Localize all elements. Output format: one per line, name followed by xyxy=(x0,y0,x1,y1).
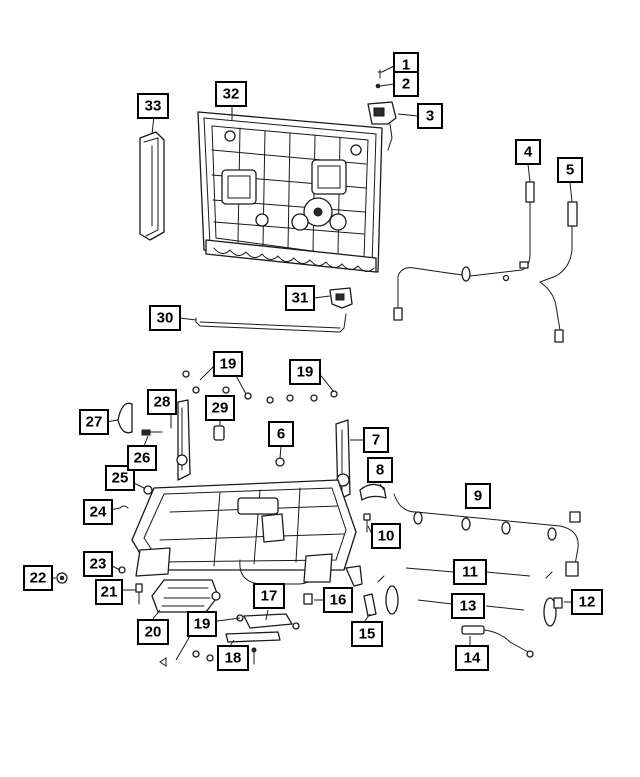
svg-text:19: 19 xyxy=(220,356,237,373)
svg-text:26: 26 xyxy=(134,450,151,467)
callout-26: 26 xyxy=(127,445,157,471)
callout-20: 20 xyxy=(137,619,169,645)
seat-track-hinge xyxy=(151,579,221,613)
svg-text:20: 20 xyxy=(145,624,162,641)
callout-30: 30 xyxy=(149,305,181,331)
cover-plate xyxy=(225,613,293,665)
callout-17: 17 xyxy=(253,583,285,609)
svg-text:7: 7 xyxy=(372,432,380,449)
callout-3: 3 xyxy=(417,103,443,129)
svg-text:11: 11 xyxy=(462,564,478,581)
callout-14: 14 xyxy=(455,645,489,671)
seat-latch-cable xyxy=(359,483,387,501)
callout-19a: 19 xyxy=(213,351,243,377)
hardware-fasteners xyxy=(56,370,371,667)
callout-31: 31 xyxy=(285,285,315,311)
svg-text:8: 8 xyxy=(376,462,384,479)
svg-text:27: 27 xyxy=(86,414,103,431)
callout-13: 13 xyxy=(451,593,485,619)
recliner-bracket xyxy=(329,287,353,309)
callout-21: 21 xyxy=(95,579,123,605)
svg-text:19: 19 xyxy=(297,364,314,381)
callout-12: 12 xyxy=(571,589,603,615)
svg-text:28: 28 xyxy=(154,394,171,411)
svg-text:17: 17 xyxy=(261,588,278,605)
svg-text:9: 9 xyxy=(474,488,482,505)
callout-19b: 19 xyxy=(289,359,321,385)
svg-text:14: 14 xyxy=(464,650,481,667)
callout-18: 18 xyxy=(217,645,249,671)
svg-text:2: 2 xyxy=(402,76,410,93)
svg-text:10: 10 xyxy=(378,528,395,545)
callout-8: 8 xyxy=(367,457,393,483)
svg-text:33: 33 xyxy=(145,98,162,115)
svg-text:1: 1 xyxy=(402,57,410,74)
svg-text:12: 12 xyxy=(579,594,596,611)
callout-15: 15 xyxy=(351,621,383,647)
callout-19c: 19 xyxy=(187,611,217,637)
callout-33: 33 xyxy=(137,93,169,119)
callout-5: 5 xyxy=(557,157,583,183)
callout-27: 27 xyxy=(79,409,109,435)
svg-text:5: 5 xyxy=(566,162,574,179)
svg-text:3: 3 xyxy=(426,108,434,125)
callout-7: 7 xyxy=(363,427,389,453)
seat-back-side-bolster xyxy=(139,131,165,241)
svg-text:4: 4 xyxy=(524,144,533,161)
cushion-wiring-harness xyxy=(345,493,581,658)
callout-11: 11 xyxy=(453,559,487,585)
callout-16: 16 xyxy=(323,587,353,613)
svg-text:15: 15 xyxy=(359,626,376,643)
svg-text:24: 24 xyxy=(90,504,107,521)
svg-text:32: 32 xyxy=(223,86,240,103)
callout-labels: 1 2 3 4 5 6 7 8 9 10 11 12 13 14 15 16 1… xyxy=(23,52,603,671)
svg-text:23: 23 xyxy=(90,556,107,573)
callout-29: 29 xyxy=(205,395,235,421)
seat-wiring-harness xyxy=(393,181,578,343)
svg-text:31: 31 xyxy=(292,290,309,307)
callout-10: 10 xyxy=(371,523,401,549)
callout-9: 9 xyxy=(465,483,491,509)
callout-22: 22 xyxy=(23,565,53,591)
svg-text:16: 16 xyxy=(330,592,347,609)
svg-text:21: 21 xyxy=(101,584,118,601)
seat-back-frame-panel xyxy=(197,111,383,273)
seat-cushion-frame xyxy=(131,399,357,585)
svg-text:13: 13 xyxy=(460,598,477,615)
callout-28: 28 xyxy=(147,389,177,415)
callout-32: 32 xyxy=(215,81,247,107)
svg-text:6: 6 xyxy=(277,426,285,443)
callout-2: 2 xyxy=(393,71,419,97)
svg-text:29: 29 xyxy=(212,400,229,417)
svg-text:18: 18 xyxy=(225,650,242,667)
svg-text:19: 19 xyxy=(194,616,211,633)
svg-text:25: 25 xyxy=(112,470,129,487)
callout-23: 23 xyxy=(83,551,113,577)
callout-4: 4 xyxy=(515,139,541,165)
svg-text:22: 22 xyxy=(30,570,47,587)
callout-6: 6 xyxy=(268,421,294,447)
svg-text:30: 30 xyxy=(157,310,174,327)
callout-24: 24 xyxy=(83,499,113,525)
latch-fastener-group xyxy=(367,69,397,151)
release-rod xyxy=(195,313,347,333)
callout-25: 25 xyxy=(105,465,135,491)
